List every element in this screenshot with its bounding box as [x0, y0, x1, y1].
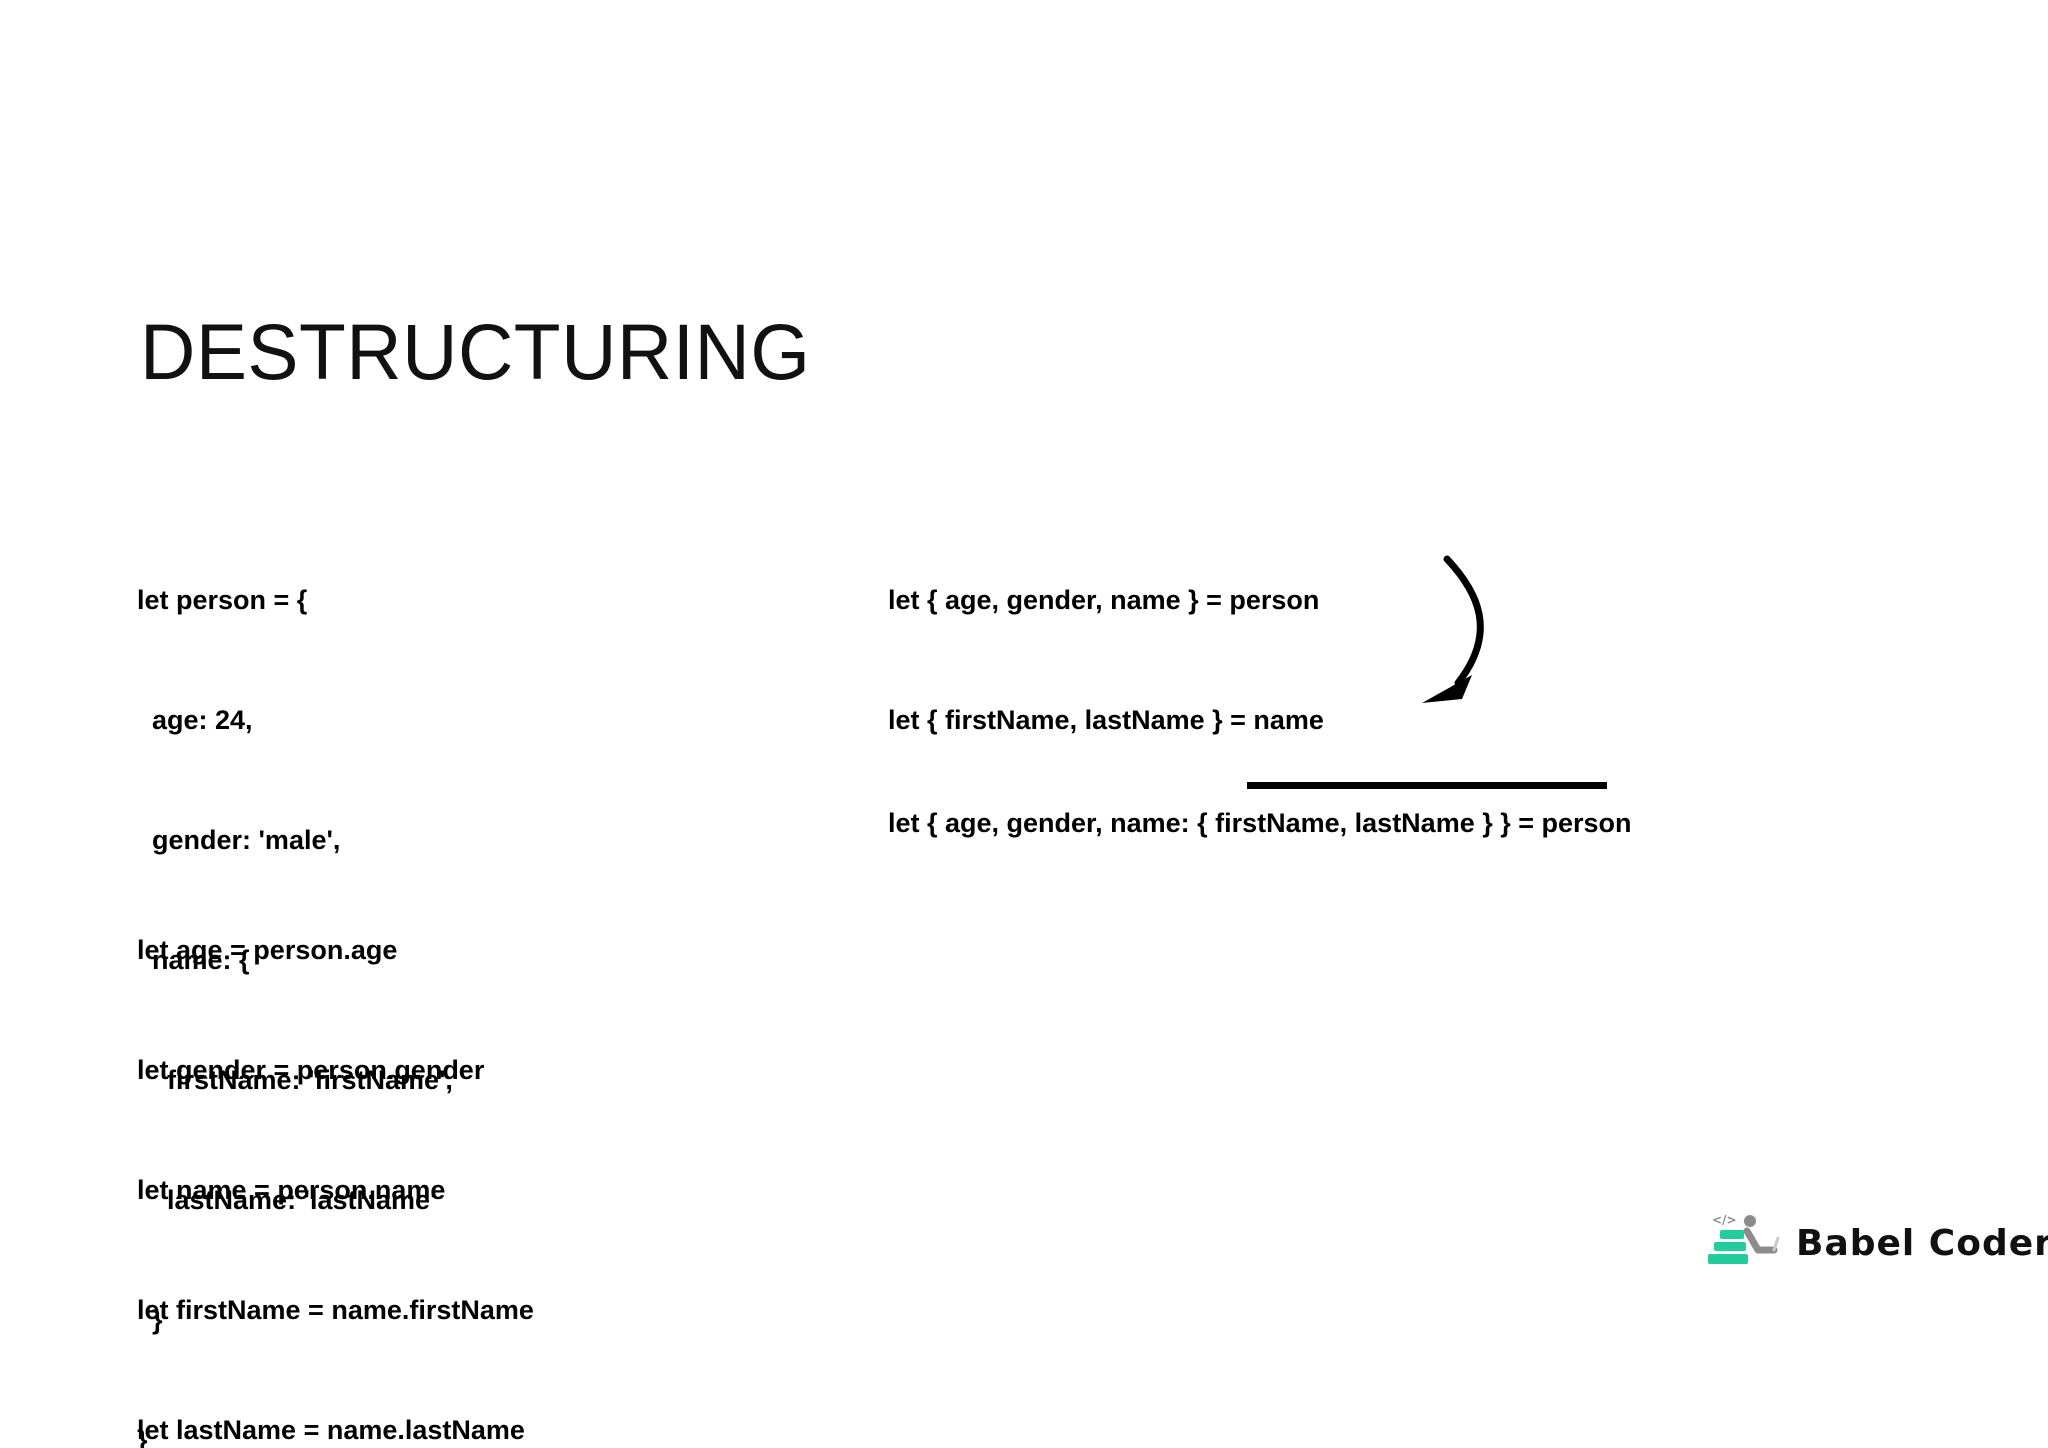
nested-destructuring-block: let { age, gender, name: { firstName, la… — [888, 723, 1632, 923]
code-line: } — [137, 1305, 163, 1335]
code-line: } — [137, 1425, 148, 1448]
code-line: let age = person.age — [137, 935, 398, 965]
code-line: let { age, gender, name: { firstName, la… — [888, 808, 1632, 838]
babel-coder-pyramid-icon: </> — [1708, 1213, 1780, 1264]
code-line: firstName: 'firstName', — [137, 1065, 453, 1095]
svg-text:</>: </> — [1712, 1213, 1737, 1227]
code-line: let person = { — [137, 585, 308, 615]
code-line: let gender = person.gender — [137, 1055, 485, 1085]
code-line: let name = person.name — [137, 1175, 446, 1205]
code-line: lastName: 'lastName' — [137, 1185, 437, 1215]
code-line: let firstName = name.firstName — [137, 1295, 534, 1325]
code-line: let { firstName, lastName } = name — [888, 705, 1324, 735]
code-line: gender: 'male', — [137, 825, 341, 855]
two-step-destructuring-block: let { age, gender, name } = person let {… — [888, 500, 1324, 820]
person-object-literal-block: let person = { age: 24, gender: 'male', … — [137, 500, 453, 1448]
code-line: name: { — [137, 945, 250, 975]
nested-pattern-underline — [1247, 782, 1607, 789]
brand-logo: </> Babel Coder — [1706, 1212, 2048, 1274]
page-title: DESTRUCTURING — [140, 307, 811, 396]
brand-wordmark: Babel Coder — [1796, 1222, 2048, 1264]
manual-property-access-block: let age = person.age let gender = person… — [137, 850, 534, 1448]
curved-down-arrow-icon — [1422, 555, 1484, 703]
code-line: let lastName = name.lastName — [137, 1415, 525, 1445]
code-line: let { age, gender, name } = person — [888, 585, 1320, 615]
code-line: age: 24, — [137, 705, 253, 735]
